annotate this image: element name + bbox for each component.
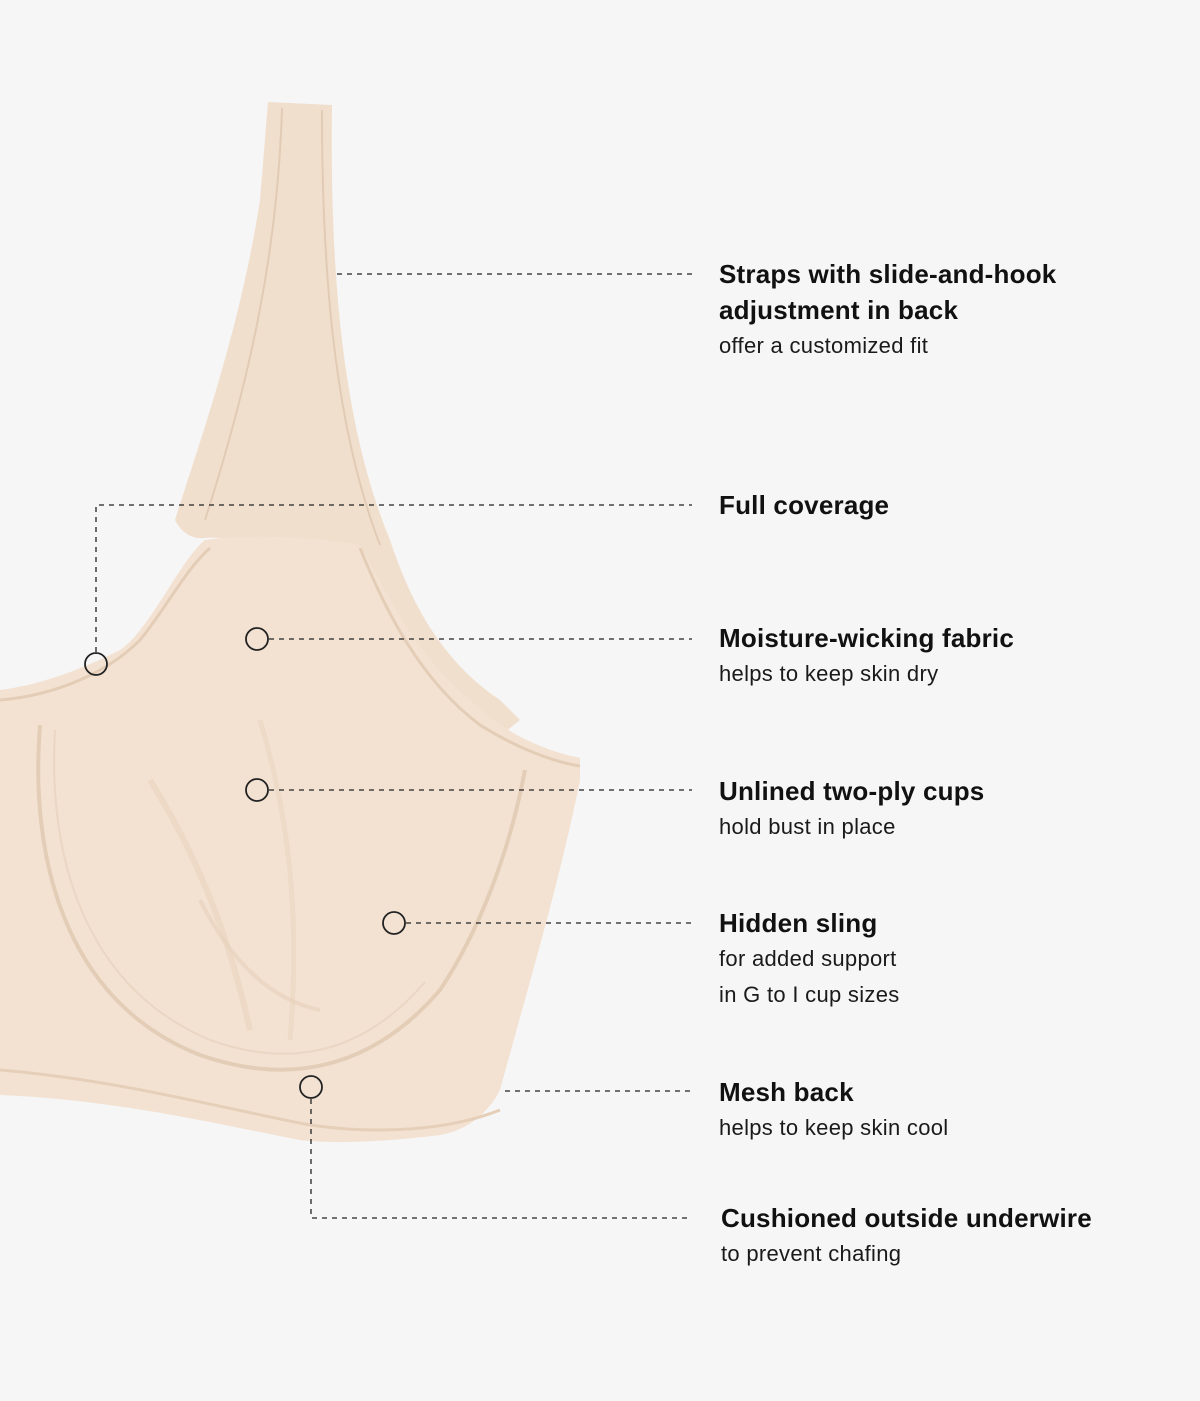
callout-desc-line: hold bust in place: [719, 814, 896, 839]
callout-desc: offer a customized fit: [719, 328, 1189, 364]
callout-title: Hidden sling: [719, 908, 878, 938]
callout-moisture: Moisture-wicking fabric helps to keep sk…: [719, 620, 1189, 692]
callout-desc: for added support in G to I cup sizes: [719, 941, 1189, 1013]
callout-unlined: Unlined two-ply cups hold bust in place: [719, 773, 1189, 845]
hotspot-underwire[interactable]: [299, 1075, 323, 1099]
callout-title: Straps with slide-and-hook adjustment in…: [719, 259, 1057, 325]
callout-full-coverage: Full coverage: [719, 487, 1189, 523]
callout-desc: to prevent chafing: [721, 1236, 1191, 1272]
callout-desc-line: in G to I cup sizes: [719, 982, 900, 1007]
callout-sling: Hidden sling for added support in G to I…: [719, 905, 1189, 1013]
callout-title: Unlined two-ply cups: [719, 776, 985, 806]
callout-mesh: Mesh back helps to keep skin cool: [719, 1074, 1189, 1146]
hotspot-sling[interactable]: [382, 911, 406, 935]
leader-line-underwire: [310, 1099, 692, 1219]
leader-lines: [95, 273, 692, 1219]
hotspot-full-coverage[interactable]: [84, 652, 108, 676]
callout-desc-line: helps to keep skin cool: [719, 1115, 949, 1140]
callout-desc: helps to keep skin dry: [719, 656, 1189, 692]
callout-desc-line: offer a customized fit: [719, 333, 929, 358]
callout-title: Moisture-wicking fabric: [719, 623, 1014, 653]
hotspots: [84, 627, 406, 1099]
callout-title: Cushioned outside underwire: [721, 1203, 1092, 1233]
hotspot-unlined[interactable]: [245, 778, 269, 802]
callout-desc-line: to prevent chafing: [721, 1241, 902, 1266]
bra-illustration: [0, 102, 581, 1143]
callout-desc-line: helps to keep skin dry: [719, 661, 939, 686]
callout-underwire: Cushioned outside underwire to prevent c…: [721, 1200, 1191, 1272]
callout-straps: Straps with slide-and-hook adjustment in…: [719, 256, 1189, 364]
callout-desc: helps to keep skin cool: [719, 1110, 1189, 1146]
callout-title: Mesh back: [719, 1077, 854, 1107]
bra-body: [0, 536, 580, 1143]
callout-title: Full coverage: [719, 490, 890, 520]
callout-desc: hold bust in place: [719, 809, 1189, 845]
callout-desc-line: for added support: [719, 946, 897, 971]
hotspot-moisture[interactable]: [245, 627, 269, 651]
leader-line-full-coverage: [95, 504, 692, 652]
